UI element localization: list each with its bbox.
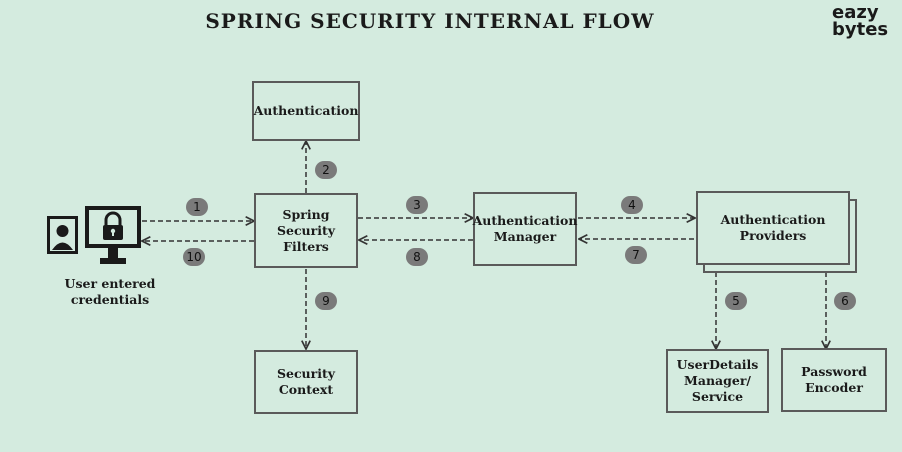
spring-security-filters-box: Spring Security Filters [254,193,358,268]
step-badge-3: 3 [406,196,428,214]
user-avatar-icon [47,216,78,254]
step-badge-1: 1 [186,198,208,216]
step-badge-6: 6 [834,292,856,310]
step-badge-4: 4 [621,196,643,214]
authentication-box: Authentication [252,81,360,141]
user-caption: User entered credentials [64,276,156,307]
page-title: SPRING SECURITY INTERNAL FLOW [205,9,655,33]
step-badge-5: 5 [725,292,747,310]
authentication-manager-box: Authentication Manager [473,192,577,266]
step-badge-8: 8 [406,248,428,266]
password-encoder-box: Password Encoder [781,348,887,412]
step-badge-9: 9 [315,292,337,310]
step-badge-2: 2 [315,161,337,179]
step-badge-10: 10 [183,248,205,266]
logo-line-1: eazy [832,2,879,23]
authentication-providers-box: Authentication Providers [696,191,850,265]
userdetails-service-box: UserDetails Manager/ Service [666,349,769,413]
security-context-box: Security Context [254,350,358,414]
eazybytes-logo: eazy bytes [832,2,889,40]
monitor-lock-icon [85,206,141,264]
step-badge-7: 7 [625,246,647,264]
logo-line-2: bytes [832,19,889,40]
